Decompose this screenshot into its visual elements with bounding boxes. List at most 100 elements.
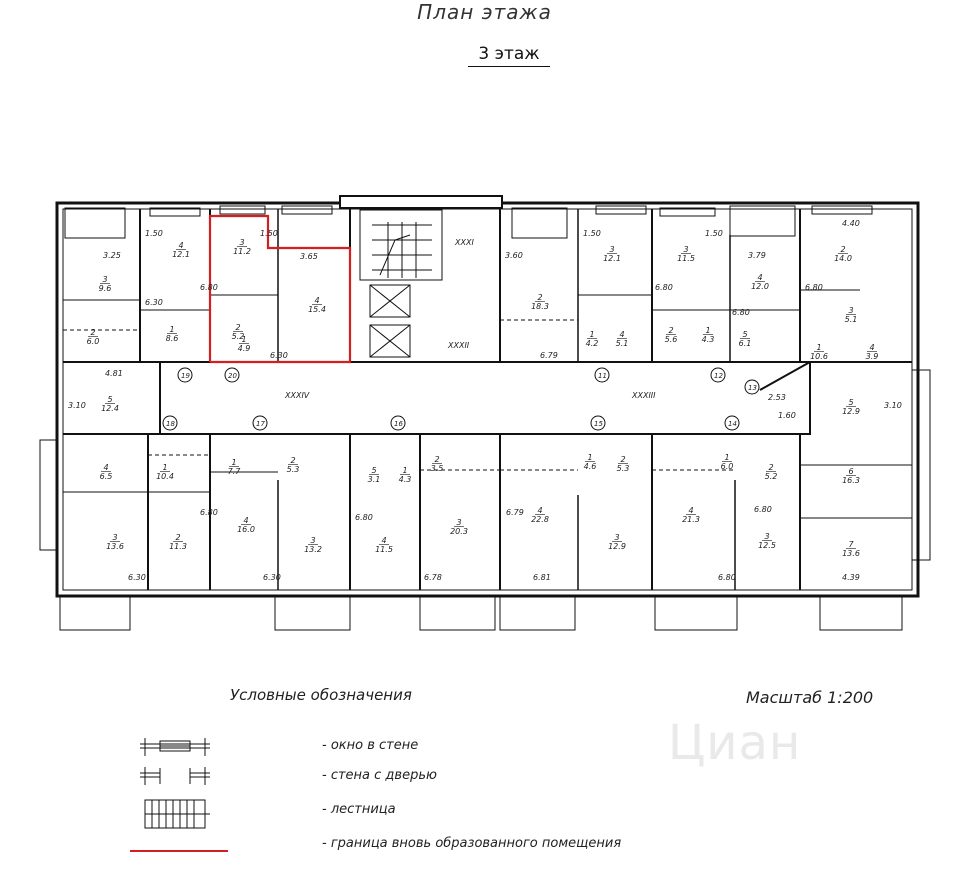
axis-mark: 11	[598, 372, 607, 380]
room-number: 5	[742, 330, 747, 339]
dimension: 6.30	[145, 298, 163, 307]
room-area: 5.1	[845, 315, 858, 324]
room-number: 2	[768, 463, 773, 472]
dimension: 6.80	[655, 283, 673, 292]
axis-mark: 17	[256, 420, 265, 428]
stair-core	[339, 195, 503, 209]
room-number: 1	[402, 466, 407, 475]
axis-mark: 14	[728, 420, 737, 428]
corridor-mark: XXXIII	[631, 391, 656, 400]
dimension: 3.60	[505, 251, 523, 260]
room-number: 5	[107, 395, 112, 404]
room-area: 10.6	[810, 352, 828, 361]
dimension: 6.80	[805, 283, 823, 292]
room-number: 1	[162, 463, 167, 472]
axis-mark: 16	[394, 420, 403, 428]
room-area: 4.9	[238, 344, 251, 353]
room-number: 1	[589, 330, 594, 339]
dimension: 3.79	[748, 251, 766, 260]
dimension: 6.30	[128, 573, 146, 582]
room-number: 1	[724, 453, 729, 462]
room-area: 8.6	[166, 334, 179, 343]
room-area: 5.3	[617, 464, 630, 473]
dimension: 3.10	[884, 401, 902, 410]
room-number: 7	[848, 540, 854, 549]
room-number: 3	[112, 533, 117, 542]
room-area: 11.5	[677, 254, 695, 263]
dimension: 6.80	[200, 283, 218, 292]
dimension: 6.79	[540, 351, 558, 360]
room-number: 3	[456, 518, 461, 527]
room-number: 2	[235, 323, 240, 332]
room-area: 18.3	[531, 302, 549, 311]
room-area: 5.6	[665, 335, 678, 344]
room-number: 4	[688, 506, 693, 515]
room-area: 5.3	[287, 465, 300, 474]
room-area: 5.1	[616, 339, 629, 348]
floor-label: 3 этаж	[468, 44, 550, 67]
new-room-boundary	[208, 214, 352, 364]
room-area: 12.4	[101, 404, 119, 413]
legend-label-boundary: - граница вновь образованного помещения	[322, 836, 622, 851]
room-number: 3	[239, 238, 244, 247]
room-area: 4.3	[399, 475, 412, 484]
room-number: 4	[243, 516, 248, 525]
dimension: 6.80	[200, 508, 218, 517]
room-number: 1	[241, 335, 246, 344]
room-labels: 39.6412.126.018.6311.225.214.9415.4218.3…	[87, 238, 879, 558]
room-number: 1	[705, 326, 710, 335]
dimension: 6.30	[263, 573, 281, 582]
room-area: 12.0	[751, 282, 769, 291]
room-number: 2	[434, 455, 439, 464]
dimension: 6.80	[732, 308, 750, 317]
room-area: 11.3	[169, 542, 187, 551]
room-number: 1	[816, 343, 821, 352]
dimension: 3.65	[300, 252, 318, 261]
scale-label: Масштаб 1:200	[746, 688, 874, 707]
room-area: 22.8	[531, 515, 549, 524]
room-number: 1	[169, 325, 174, 334]
legend-label-window: - окно в стене	[322, 738, 419, 753]
room-area: 16.3	[842, 476, 860, 485]
room-number: 3	[102, 275, 107, 284]
dimension: 6.30	[270, 351, 288, 360]
room-number: 5	[848, 398, 853, 407]
room-area: 12.1	[603, 254, 621, 263]
door-icon	[140, 767, 210, 785]
corridor	[159, 361, 811, 435]
room-area: 5.2	[232, 332, 245, 341]
room-number: 4	[314, 296, 319, 305]
axis-mark: 18	[166, 420, 175, 428]
room-area: 12.5	[758, 541, 776, 550]
room-area: 13.6	[106, 542, 124, 551]
room-area: 12.9	[842, 407, 860, 416]
dimension: 1.50	[145, 229, 163, 238]
corridor-mark: XXXII	[447, 341, 470, 350]
watermark: Циан	[668, 715, 802, 771]
room-number: 3	[310, 536, 315, 545]
room-area: 7.7	[228, 467, 242, 476]
room-area: 3.1	[368, 475, 381, 484]
room-number: 4	[537, 506, 542, 515]
dimension: 6.80	[718, 573, 736, 582]
room-area: 4.2	[586, 339, 599, 348]
room-area: 14.0	[834, 254, 852, 263]
room-number: 2	[620, 455, 625, 464]
room-area: 4.3	[702, 335, 715, 344]
stairs-icon	[144, 799, 210, 829]
legend-label-door: - стена с дверью	[322, 768, 437, 783]
room-number: 6	[848, 467, 853, 476]
legend-title: Условные обозначения	[230, 686, 412, 704]
room-area: 12.9	[608, 542, 626, 551]
axis-mark: 20	[228, 372, 237, 380]
room-area: 11.2	[233, 247, 251, 256]
room-area: 6.1	[739, 339, 752, 348]
dimension: 1.50	[583, 229, 601, 238]
room-area: 5.2	[765, 472, 778, 481]
window-icon	[140, 738, 210, 756]
room-number: 2	[840, 245, 845, 254]
plan-title: План этажа	[417, 0, 552, 24]
room-number: 2	[90, 328, 95, 337]
room-area: 13.2	[304, 545, 322, 554]
